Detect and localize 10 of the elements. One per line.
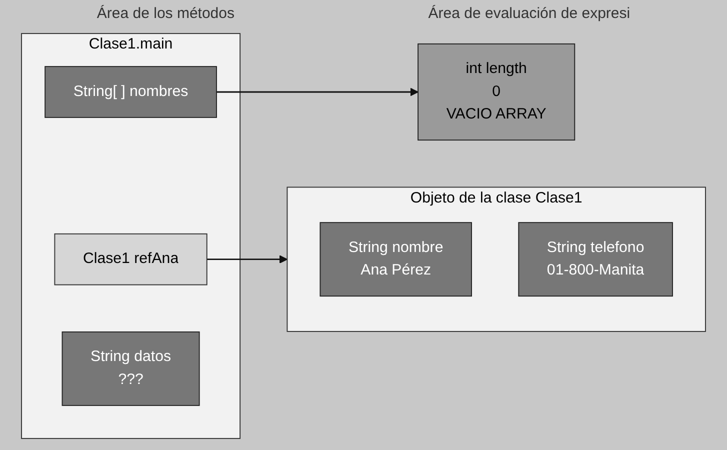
node-box: int length 0 VACIO ARRAY — [418, 43, 576, 141]
node-box: String nombre Ana Pérez — [320, 222, 472, 297]
node-box: String datos ??? — [62, 331, 200, 406]
node-box: Clase1 refAna — [54, 233, 208, 286]
node-box: String[ ] nombres — [44, 66, 217, 118]
area-label: Área de evaluación de expresi — [428, 4, 630, 22]
area-label: Área de los métodos — [96, 4, 234, 22]
arrow — [216, 88, 418, 96]
arrow — [206, 255, 288, 264]
node-box: String telefono 01-800-Manita — [518, 222, 673, 297]
